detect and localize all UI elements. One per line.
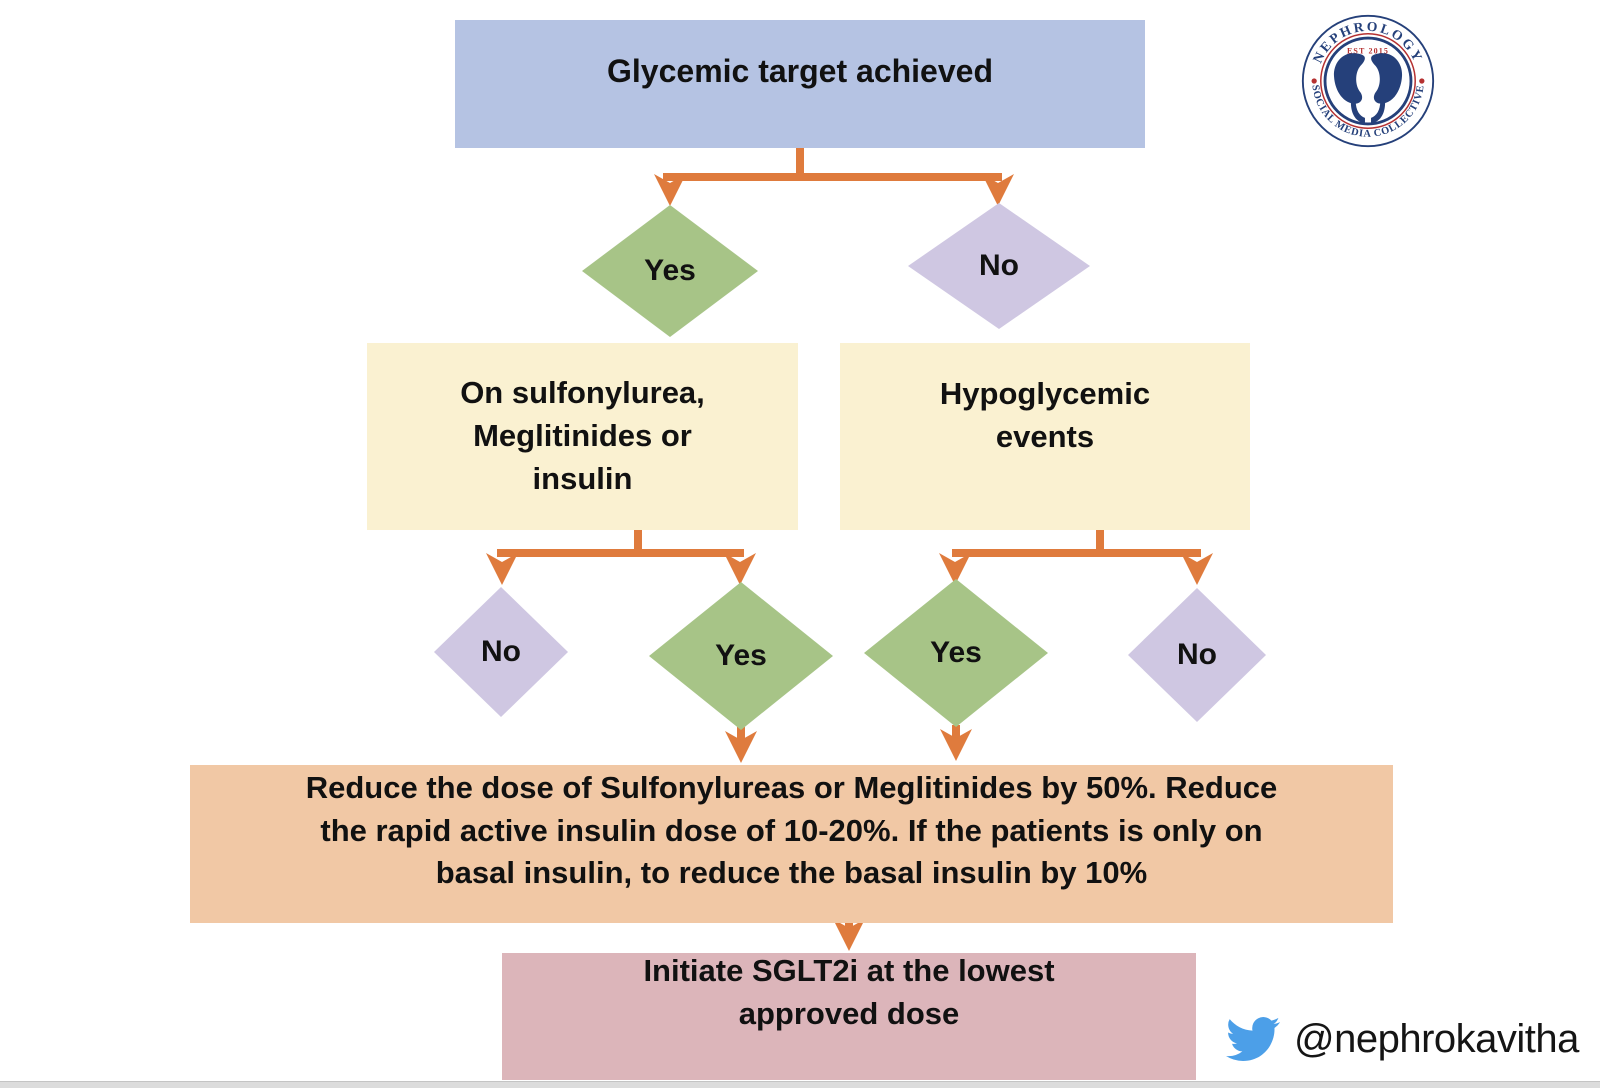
diamond-left-yes-label: Yes (715, 639, 767, 672)
arrowhead-level1-no (982, 174, 1014, 206)
diamond-left-yes: Yes (649, 582, 833, 730)
node-glycemic-target: Glycemic target achieved (455, 20, 1145, 148)
kidneys-icon (1333, 53, 1403, 124)
logo-est-text: EST 2015 (1347, 47, 1389, 56)
node-glycemic-target-label: Glycemic target achieved (607, 52, 993, 89)
node-hypoglycemic-events-label: Hypoglycemic events (939, 375, 1151, 454)
diamond-left-no: No (434, 587, 568, 717)
nephrology-smc-logo: NEPHROLOGY SOCIAL MEDIA COLLECTIVE EST 2… (1301, 14, 1435, 148)
arrowhead-to-final (833, 919, 865, 951)
arrowhead-to-action-left (725, 731, 757, 763)
logo-red-ring (1320, 33, 1416, 129)
logo-dot-left (1311, 78, 1317, 84)
diamond-level1-no-label: No (979, 249, 1019, 282)
twitter-bird-icon (1226, 1017, 1280, 1061)
bottom-edge-bar (0, 1081, 1600, 1088)
diamond-right-yes: Yes (864, 579, 1048, 727)
diamond-right-no-label: No (1177, 638, 1217, 671)
arrowhead-to-action-right (940, 729, 972, 761)
logo-dot-right (1419, 78, 1425, 84)
arrowhead-right-no (1181, 553, 1213, 585)
diamond-right-no: No (1128, 588, 1266, 722)
node-initiate-sglt2i: Initiate SGLT2i at the lowest approved d… (502, 953, 1196, 1080)
diamond-level1-no: No (908, 203, 1090, 329)
arrowhead-level1-yes (654, 174, 686, 206)
node-on-sulfonylurea: On sulfonylurea, Meglitinides or insulin (367, 343, 798, 530)
diamond-level1-yes: Yes (582, 205, 758, 337)
diamond-left-no-label: No (481, 635, 521, 668)
diamond-right-yes-label: Yes (930, 636, 982, 669)
node-reduce-dose-label: Reduce the dose of Sulfonylureas or Megl… (305, 769, 1278, 891)
node-initiate-sglt2i-label: Initiate SGLT2i at the lowest approved d… (643, 952, 1055, 1031)
arrowhead-left-no (486, 553, 518, 585)
node-on-sulfonylurea-label: On sulfonylurea, Meglitinides or insulin (460, 375, 705, 496)
diamond-level1-yes-label: Yes (644, 254, 696, 287)
node-hypoglycemic-events: Hypoglycemic events (840, 343, 1250, 530)
arrowhead-left-yes (724, 553, 756, 585)
twitter-attribution: @nephrokavitha (1222, 1012, 1579, 1066)
twitter-handle: @nephrokavitha (1294, 1016, 1579, 1061)
node-reduce-dose: Reduce the dose of Sulfonylureas or Megl… (190, 765, 1393, 923)
